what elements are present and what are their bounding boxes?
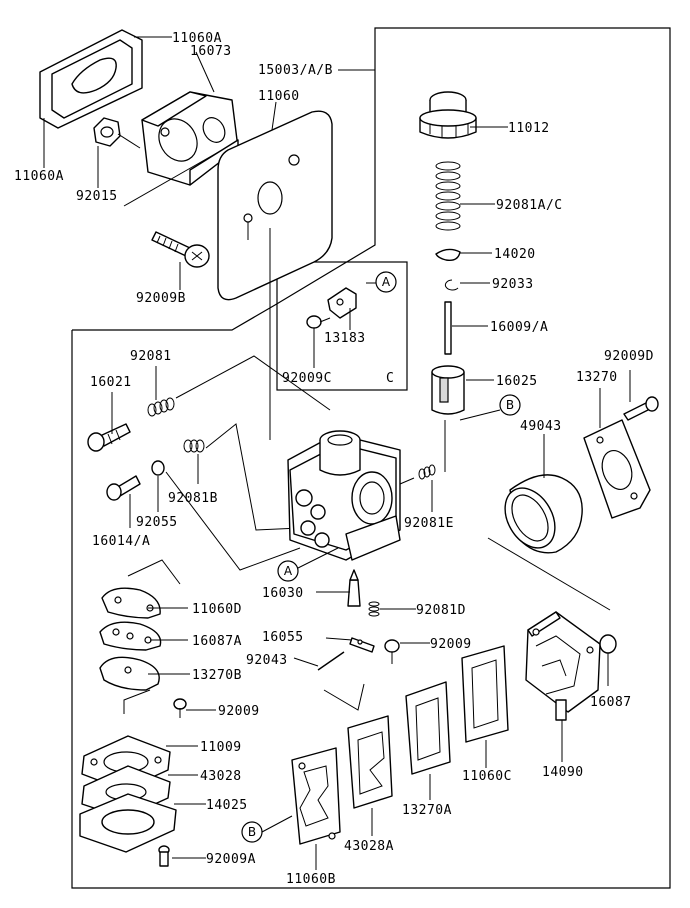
label-16055: 16055 [262,630,304,645]
label-13270: 13270 [576,370,618,385]
label-92043: 92043 [246,653,288,668]
callout-b-bottom: B [241,821,263,843]
label-16025: 16025 [496,374,538,389]
sleeve-16025 [431,365,465,415]
screw-92009a [158,845,170,867]
gasket-13270b [99,656,160,691]
label-92009b: 92009B [136,291,186,306]
label-92009d: 92009D [604,349,654,364]
main-frame [71,27,671,889]
label-11060b: 11060B [286,872,336,887]
svg-text:A: A [382,275,391,289]
label-13183: 13183 [324,331,366,346]
label-92009c: 92009C [282,371,332,386]
label-92081: 92081 [130,349,172,364]
spring-92081d [368,601,380,617]
callout-b-right: B [499,394,521,416]
label-13270b: 13270B [192,668,242,683]
label-92015: 92015 [76,189,118,204]
bolt-92009b [151,231,210,268]
label-11060d: 11060D [192,602,242,617]
label-92055: 92055 [136,515,178,530]
label-c: C [386,371,394,386]
spring-92081e [418,464,436,480]
svg-text:A: A [284,564,293,578]
label-11060c: 11060C [462,769,512,784]
diaphragm-43028a [347,715,393,809]
label-92009a: 92009A [206,852,256,867]
screw-16014a [106,475,141,501]
screw-16021 [87,423,131,452]
label-92081ac: 92081A/C [496,198,563,213]
label-92009-mid: 92009 [430,637,472,652]
gasket-11060c [461,645,509,743]
seal-16087 [599,634,617,654]
part-labels: 11060A 16073 15003/A/B 11060 11060A 9201… [14,31,654,887]
pump-cover-14090 [525,611,601,721]
needle-valve-16030 [347,569,361,607]
svg-text:B: B [248,825,256,839]
label-15003: 15003/A/B [258,63,333,78]
label-16087a: 16087A [192,634,242,649]
leader-lines [43,36,631,870]
svg-text:B: B [506,398,514,412]
diaphragm-16087a [99,621,162,651]
label-14025: 14025 [206,798,248,813]
label-16014a: 16014/A [92,534,150,549]
nut-92015 [93,117,121,147]
gasket-11060a [39,29,143,129]
label-49043: 49043 [520,419,562,434]
callout-a-body: A [277,560,299,582]
label-16021: 16021 [90,375,132,390]
screw-92009d [623,396,659,421]
screw-92009c [306,315,331,329]
screw-92009-left [173,698,187,718]
label-43028: 43028 [200,769,242,784]
label-11009: 11009 [200,740,242,755]
screw-92009-mid [384,639,400,664]
label-92081d: 92081D [416,603,466,618]
label-16009a: 16009/A [490,320,548,335]
label-92081e: 92081E [404,516,454,531]
carburetor-body [287,430,401,561]
gasket-13270 [583,419,651,519]
pin-92043 [317,651,345,671]
gasket-11060d [101,587,161,619]
gasket-11060b [291,747,341,845]
label-11060a-top: 11060A [172,31,222,46]
label-16087: 16087 [590,695,632,710]
spring-92081ac [435,161,461,231]
ring-92033 [444,279,459,291]
clip-14020 [435,248,461,262]
label-13270a: 13270A [402,803,452,818]
label-14090: 14090 [542,765,584,780]
label-43028a: 43028A [344,839,394,854]
gasket-13270a [405,681,451,775]
cap-11012 [419,91,477,139]
label-16030: 16030 [262,586,304,601]
lever-16055 [349,637,375,653]
label-11060: 11060 [258,89,300,104]
inset-frame-c [276,261,408,391]
label-11012: 11012 [508,121,550,136]
label-92009-left: 92009 [218,704,260,719]
label-14020: 14020 [494,247,536,262]
label-16073: 16073 [190,44,232,59]
cover-14025 [79,793,177,853]
label-92081b: 92081B [168,491,218,506]
spring-92081 [147,397,175,417]
washer-92055 [151,460,165,476]
label-92033: 92033 [492,277,534,292]
needle-16009a [444,301,452,355]
callout-a-inset: A [375,271,397,293]
filter-cover-49043 [504,474,583,554]
spring-92081b [183,439,205,453]
bracket-13183 [327,287,357,319]
gasket-11060 [217,110,333,301]
label-11060a-left: 11060A [14,169,64,184]
